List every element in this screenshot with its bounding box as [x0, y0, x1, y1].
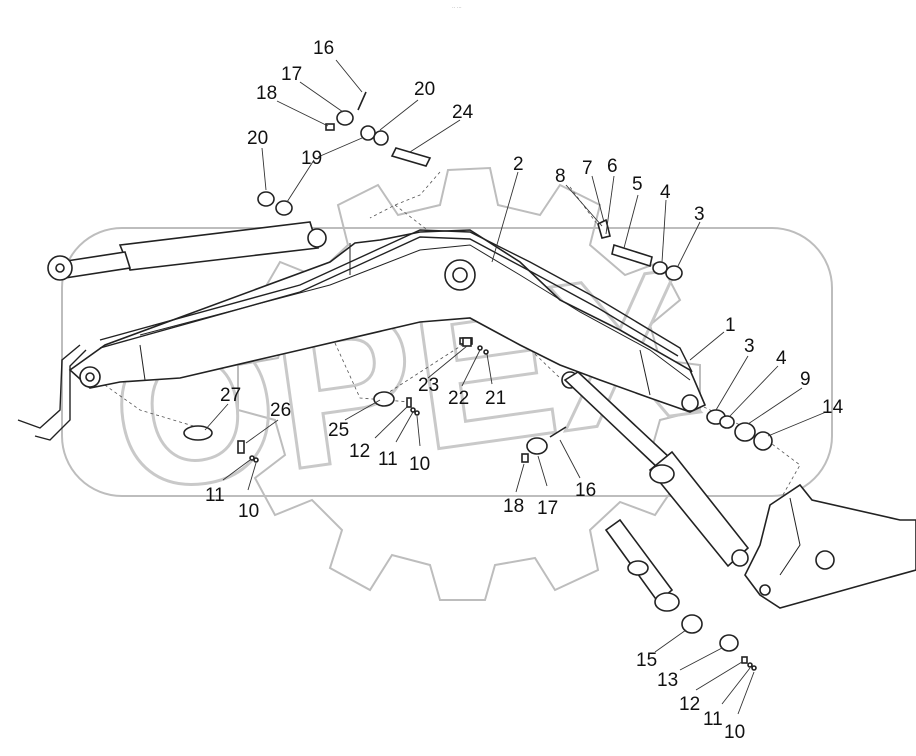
- boom-assembly: [68, 229, 707, 413]
- nut-10a: [253, 457, 259, 463]
- shim-4a: [652, 261, 668, 275]
- callout-22: 22: [448, 388, 469, 409]
- nut-10c: [751, 665, 757, 671]
- bolt-12b: [741, 656, 748, 664]
- boom-cylinder-top: [47, 221, 327, 281]
- callout-27: 27: [220, 385, 241, 406]
- washer-9: [734, 422, 756, 442]
- callout-11c: 11: [703, 709, 723, 730]
- pin-13: [719, 634, 739, 652]
- callout-15: 15: [636, 650, 657, 671]
- bolt-12a: [406, 397, 412, 408]
- arm-cylinder-barrel: [648, 450, 750, 568]
- pin-hardware: [183, 91, 773, 671]
- bracket-25: [373, 391, 395, 407]
- arm-pivot-hole: [815, 550, 835, 570]
- callout-17b: 17: [537, 498, 558, 519]
- pin-27: [183, 425, 213, 441]
- plate-23: [462, 337, 472, 347]
- callout-16a: 16: [313, 38, 334, 59]
- callout-21: 21: [485, 388, 506, 409]
- callout-2: 2: [513, 154, 524, 175]
- washer-19: [275, 200, 293, 216]
- callout-8: 8: [555, 166, 566, 187]
- callout-17a: 17: [281, 64, 302, 85]
- boom-foot-hole: [85, 372, 95, 382]
- leader-lines: [204, 59, 827, 715]
- callout-12b: 12: [679, 694, 700, 715]
- callout-12a: 12: [349, 441, 370, 462]
- callout-19: 19: [301, 148, 322, 169]
- boom-cylinder-head-eye: [307, 228, 327, 248]
- callout-9: 9: [800, 369, 811, 390]
- callout-14: 14: [822, 397, 844, 418]
- callout-13: 13: [657, 670, 678, 691]
- callout-4b: 4: [776, 348, 787, 369]
- callout-6: 6: [607, 156, 618, 177]
- washer-11a: [249, 455, 255, 461]
- callout-20b: 20: [247, 128, 268, 149]
- callout-3a: 3: [694, 204, 705, 225]
- bucket-cylinder: [604, 518, 680, 612]
- bolt-16b: [549, 426, 567, 438]
- callout-10b: 10: [238, 501, 259, 522]
- shim-4b: [719, 415, 735, 429]
- arm-body: [744, 483, 916, 609]
- arm-cylinder: [563, 370, 750, 568]
- pin-26: [237, 440, 245, 454]
- washer-20a2: [373, 130, 389, 146]
- header-mark: ·· ···: [452, 5, 462, 11]
- boom-cylinder-barrel: [118, 221, 320, 271]
- washer-11c: [747, 662, 753, 668]
- bucket-cylinder-head: [654, 592, 680, 612]
- bucket-cylinder-collar: [627, 560, 649, 576]
- callout-3b: 3: [744, 336, 755, 357]
- arm-lower-hole: [759, 584, 771, 596]
- arm-stick: [744, 483, 916, 609]
- callout-5: 5: [632, 174, 643, 195]
- callout-18b: 18: [503, 496, 524, 517]
- callout-7: 7: [582, 158, 593, 179]
- callout-labels: 16 17 18 20 24 20 19 2 8 7 6 5 4 3 1 3 4…: [205, 38, 844, 743]
- hose-lines: [17, 229, 693, 441]
- callout-16b: 16: [575, 480, 596, 501]
- washer-11b: [410, 407, 416, 413]
- callout-1: 1: [725, 315, 736, 336]
- washer-22: [477, 345, 483, 351]
- boom-pivot-hole: [452, 267, 468, 283]
- boom-body: [68, 229, 707, 413]
- callout-20a: 20: [414, 79, 435, 100]
- lockwasher-18a: [325, 123, 335, 131]
- callout-11a: 11: [378, 449, 398, 470]
- bolt-16a: [357, 91, 367, 111]
- callout-11b: 11: [205, 485, 225, 506]
- nut-10b: [414, 410, 420, 416]
- boom-cylinder-rod-eye-hole: [55, 263, 65, 273]
- lockwasher-18b: [521, 453, 529, 463]
- callout-24: 24: [452, 102, 474, 123]
- callout-18a: 18: [256, 83, 277, 104]
- callout-26: 26: [270, 400, 291, 421]
- nut-17a: [336, 110, 354, 126]
- washer-20b: [257, 191, 275, 207]
- pin-5: [611, 243, 653, 268]
- washer-14: [753, 431, 773, 451]
- bolt-21: [483, 349, 489, 355]
- washer-3a: [665, 265, 683, 281]
- arm-cylinder-head-eye: [731, 549, 749, 567]
- callout-25: 25: [328, 420, 349, 441]
- nut-17b: [526, 437, 548, 455]
- callout-10c: 10: [724, 722, 745, 743]
- callout-10a: 10: [409, 454, 430, 475]
- boom-head-pin-boss: [681, 394, 699, 412]
- arm-cylinder-collar: [649, 464, 675, 484]
- washer-20a: [360, 125, 376, 141]
- pin-24: [390, 147, 432, 167]
- bushing-15: [681, 614, 703, 634]
- callout-4a: 4: [660, 182, 671, 203]
- callout-23: 23: [418, 375, 439, 396]
